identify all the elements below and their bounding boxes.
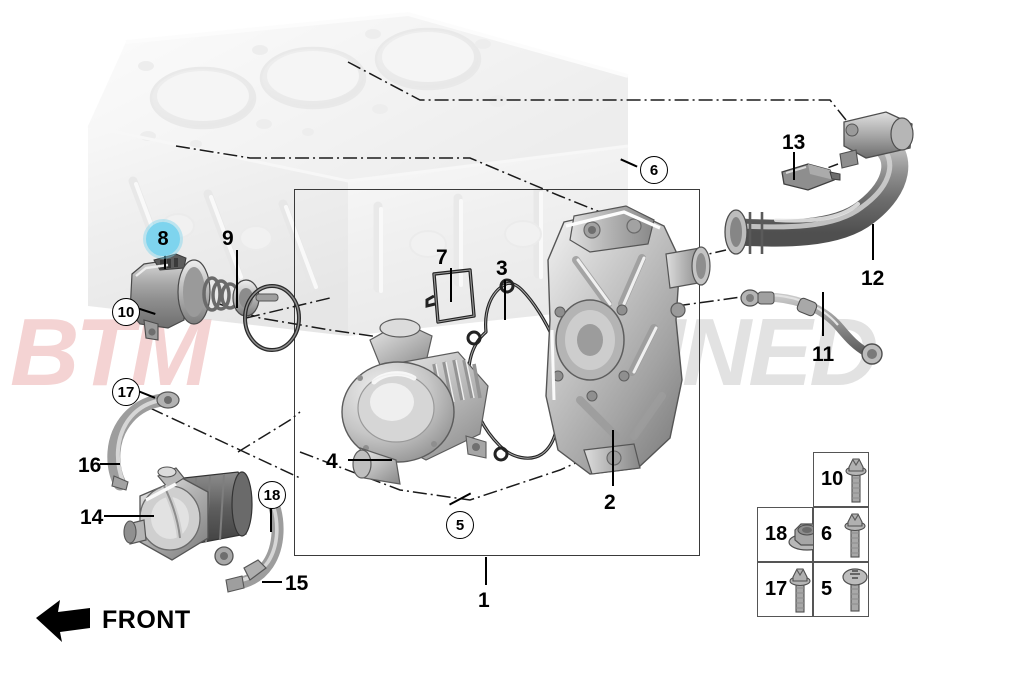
leader-7 — [450, 268, 452, 302]
coolant-hose-illustration — [716, 108, 946, 258]
legend-number-10: 10 — [821, 468, 844, 490]
thermostat-illustration — [124, 246, 314, 356]
callout-1-pump-assembly[interactable]: 1 — [478, 589, 490, 612]
legend-number-18: 18 — [765, 523, 788, 545]
leader-9 — [236, 250, 238, 308]
legend-cell-10[interactable]: 10 — [813, 452, 869, 507]
callout-11-coolant-line[interactable]: 11 — [812, 343, 835, 366]
water-pump-illustration — [330, 308, 520, 498]
callout-14-auxiliary-pump[interactable]: 14 — [80, 506, 104, 529]
leader-4 — [348, 459, 392, 461]
callout-15-bracket-lower[interactable]: 15 — [285, 572, 309, 595]
leader-11 — [822, 292, 824, 336]
leader-18 — [270, 504, 272, 532]
leader-14 — [104, 515, 154, 517]
upper-bracket-illustration — [104, 390, 194, 491]
legend-cell-6[interactable]: 6 — [813, 507, 869, 562]
callout-16-bracket-upper[interactable]: 16 — [78, 454, 102, 477]
callout-12-coolant-hose[interactable]: 12 — [861, 267, 885, 290]
callout-18-nut[interactable]: 18 — [258, 481, 286, 509]
callout-7-seal[interactable]: 7 — [436, 246, 448, 269]
leader-12 — [872, 224, 874, 260]
callout-5-screw[interactable]: 5 — [446, 511, 474, 539]
callout-4-water-pump[interactable]: 4 — [326, 450, 338, 473]
callout-6-screw[interactable]: 6 — [640, 156, 668, 184]
hex-flange-bolt-icon — [842, 508, 868, 561]
legend-number-5: 5 — [821, 578, 833, 600]
torx-pan-screw-icon — [842, 563, 868, 616]
front-orientation-marker: FRONT — [34, 598, 191, 642]
legend-cell-18[interactable]: 18 — [757, 507, 826, 562]
legend-cell-5[interactable]: 5 — [813, 562, 869, 617]
left-arrow-icon — [34, 598, 92, 642]
callout-13-connector[interactable]: 13 — [782, 131, 806, 154]
legend-number-17: 17 — [765, 578, 788, 600]
callout-2-housing[interactable]: 2 — [604, 491, 616, 514]
profile-gasket-illustration — [424, 266, 480, 328]
hex-flange-bolt-icon — [787, 563, 813, 616]
callout-10-screw[interactable]: 10 — [112, 298, 140, 326]
callout-9-o-ring[interactable]: 9 — [222, 227, 234, 250]
leader-2 — [612, 430, 614, 486]
leader-15 — [262, 581, 282, 583]
coolant-line-illustration — [736, 284, 896, 365]
callout-3-gasket[interactable]: 3 — [496, 257, 508, 280]
leader-8 — [164, 247, 166, 269]
leader-13 — [793, 152, 795, 180]
callout-8-thermostat[interactable]: 8 — [146, 222, 180, 256]
leader-1 — [485, 557, 487, 585]
front-label: FRONT — [102, 605, 191, 634]
leader-16 — [100, 463, 120, 465]
electrical-connector-illustration — [778, 160, 842, 196]
hex-flange-bolt-icon — [843, 453, 869, 506]
legend-number-6: 6 — [821, 523, 833, 545]
pump-housing-illustration — [530, 200, 711, 490]
legend-cell-17[interactable]: 17 — [757, 562, 813, 617]
callout-17-screw[interactable]: 17 — [112, 378, 140, 406]
auxiliary-water-pump-illustration — [123, 462, 268, 572]
leader-3 — [504, 280, 506, 320]
o-ring-illustration — [236, 282, 308, 354]
